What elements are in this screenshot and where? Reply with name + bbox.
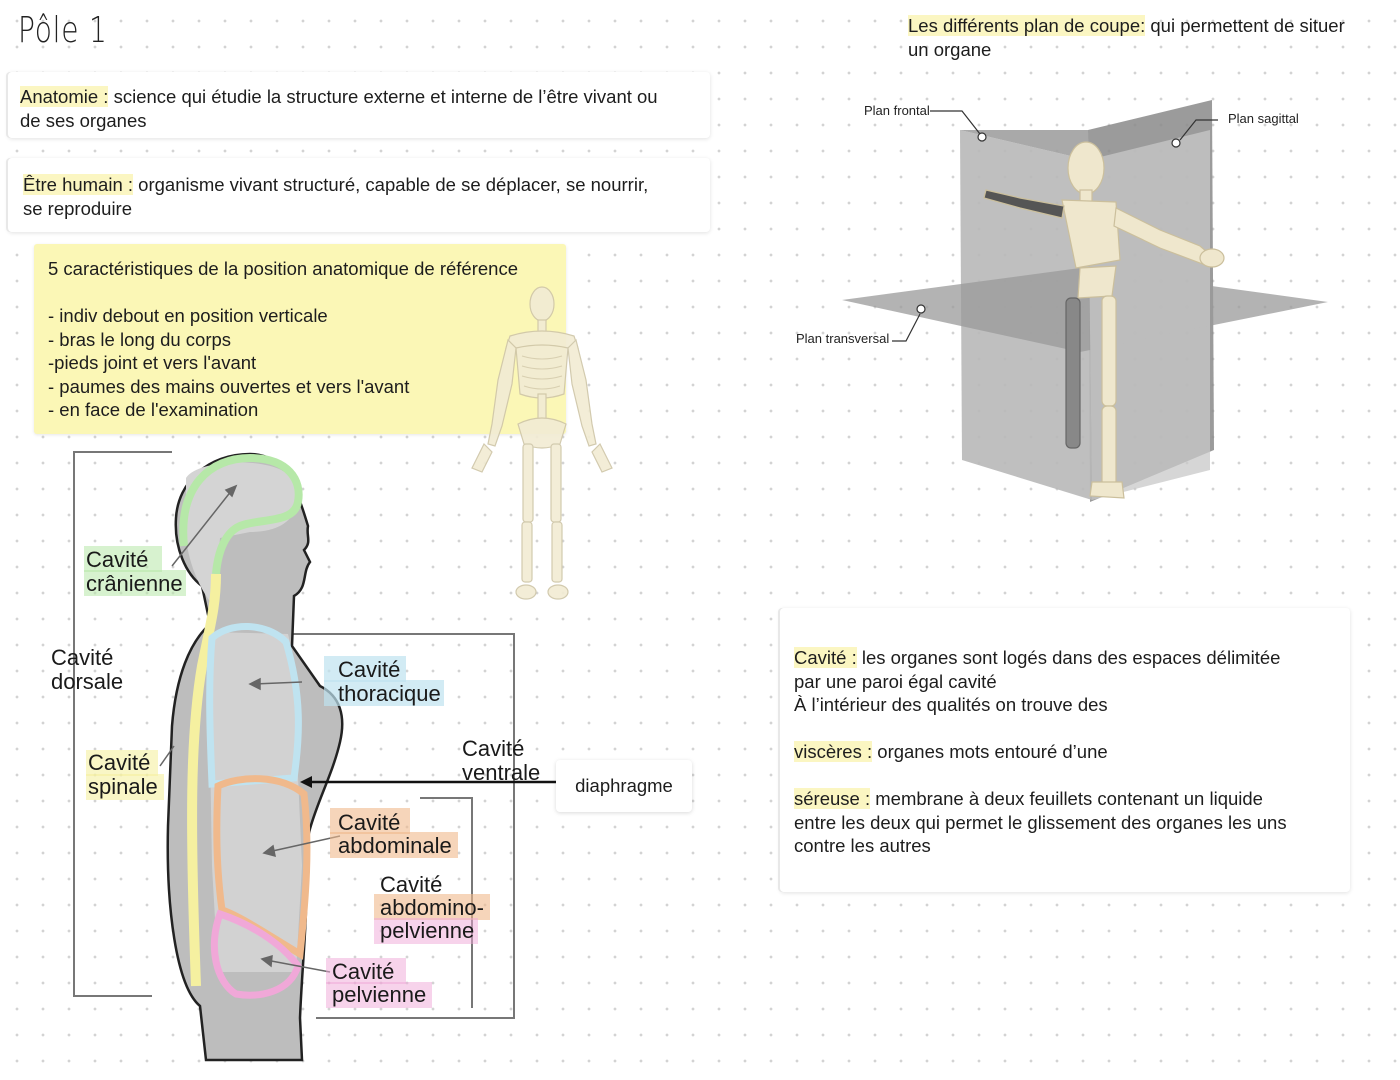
position-reference-box: 5 caractéristiques de la position anatom…	[34, 244, 566, 434]
cavite-thoracique-label-1: Cavité	[338, 657, 400, 682]
etre-humain-term: Être humain :	[23, 174, 134, 195]
spinal-cavity-outline	[187, 573, 221, 987]
cavite-cranienne-label-2: crânienne	[86, 571, 183, 596]
cavite-abdomino-pelvienne-label-1: Cavité	[380, 872, 442, 897]
list-item: -pieds joint et vers l'avant	[48, 352, 257, 373]
planes-illustration: Plan frontal Plan sagittal Plan transver…	[796, 100, 1328, 502]
plans-coupe-heading-text: qui permettent de situer	[1145, 15, 1345, 36]
position-reference-heading: 5 caractéristiques de la position anatom…	[48, 258, 518, 279]
cavite-definition-card: Cavité : les organes sont logés dans des…	[780, 608, 1350, 892]
cavite-thoracique-label-2: thoracique	[338, 681, 441, 706]
cavite-abdomino-pelvienne-label-2: abdomino-	[380, 895, 484, 920]
etre-humain-text-line2: se reproduire	[23, 197, 133, 219]
sereuse-term: séreuse :	[794, 788, 871, 809]
sereuse-text: membrane à deux feuillets contenant un l…	[870, 788, 1263, 809]
etre-humain-definition-card: Être humain : organisme vivant structuré…	[8, 158, 710, 232]
anatomie-definition-card: Anatomie : science qui étudie la structu…	[8, 72, 710, 138]
abdominal-cavity-outline	[213, 775, 311, 960]
cavite-dorsale-label-1: Cavité	[51, 645, 113, 670]
anatomie-text-line2: de ses organes	[20, 109, 147, 131]
skeleton-illustration	[471, 286, 613, 600]
cavite-ventrale-label-2: ventrale	[462, 760, 540, 785]
etre-humain-text: organisme vivant structuré, capable de s…	[133, 174, 649, 195]
list-item: - indiv debout en position verticale	[48, 305, 328, 326]
body-cavities-diagram: Cavité crânienne Cavité dorsale Cavité s…	[51, 451, 558, 1062]
list-item: - en face de l'examination	[48, 399, 259, 420]
cavite-abdomino-pelvienne-label-3: pelvienne	[380, 918, 474, 943]
plans-coupe-heading-highlight: Les différents plan de coupe:	[908, 15, 1146, 36]
cavite-term: Cavité :	[794, 647, 857, 668]
plan-frontal-label: Plan frontal	[864, 103, 930, 118]
cavite-spinale-label-2: spinale	[88, 774, 158, 799]
cavite-text: les organes sont logés dans des espaces …	[856, 647, 1281, 668]
cavite-dorsale-label-2: dorsale	[51, 669, 123, 694]
cavite-abdominale-label-2: abdominale	[338, 833, 452, 858]
sereuse-text-line3: contre les autres	[794, 835, 931, 856]
list-item: - bras le long du corps	[48, 328, 232, 350]
pelvic-cavity-outline	[210, 909, 302, 999]
diaphragme-label: diaphragme	[556, 760, 692, 812]
plans-coupe-heading-line2: un organe	[908, 38, 992, 60]
page-title: Pôle 1	[18, 10, 108, 51]
sereuse-text-line2: entre les deux qui permet le glissement …	[794, 811, 1287, 833]
cavite-cranienne-label-1: Cavité	[86, 547, 148, 572]
cavite-text-line3: À l’intérieur des qualités on trouve des	[794, 694, 1108, 715]
position-reference-list: - indiv debout en position verticale - b…	[48, 304, 409, 422]
anatomie-text: science qui étudie la structure externe …	[108, 86, 658, 107]
plan-sagittal-label: Plan sagittal	[1228, 111, 1299, 126]
visceres-text: organes mots entouré d’une	[872, 741, 1108, 762]
thoracic-cavity-outline	[206, 623, 302, 788]
plan-transversal-label: Plan transversal	[796, 331, 889, 346]
cavite-pelvienne-label-2: pelvienne	[332, 982, 426, 1007]
cranial-cavity-outline	[179, 453, 303, 575]
cavite-spinale-label-1: Cavité	[88, 750, 150, 775]
list-item: - paumes des mains ouvertes et vers l'av…	[48, 375, 410, 397]
cavite-pelvienne-label-1: Cavité	[332, 959, 394, 984]
plans-coupe-heading: Les différents plan de coupe: qui permet…	[908, 14, 1345, 61]
anatomie-term: Anatomie :	[20, 86, 109, 107]
cavite-text-line2: par une paroi égal cavité	[794, 670, 997, 692]
cavite-ventrale-label-1: Cavité	[462, 736, 524, 761]
cavite-abdominale-label-1: Cavité	[338, 810, 400, 835]
visceres-term: viscères :	[794, 741, 873, 762]
